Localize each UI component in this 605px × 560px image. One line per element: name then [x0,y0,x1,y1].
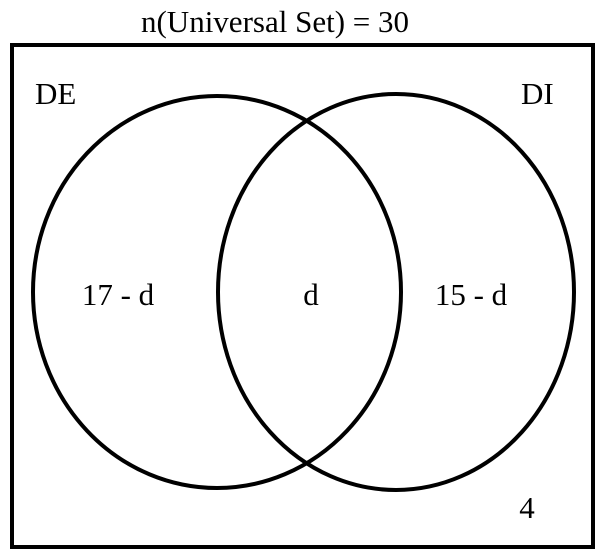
region-de-only: 17 - d [82,277,155,312]
set-di-label: DI [521,76,554,111]
region-intersection: d [303,277,319,312]
set-de-circle [31,94,403,490]
universal-set-box [10,43,595,549]
region-di-only: 15 - d [435,277,508,312]
region-outside: 4 [519,490,535,525]
set-di-circle [216,92,576,492]
set-de-label: DE [35,76,76,111]
universal-set-title: n(Universal Set) = 30 [141,4,409,39]
